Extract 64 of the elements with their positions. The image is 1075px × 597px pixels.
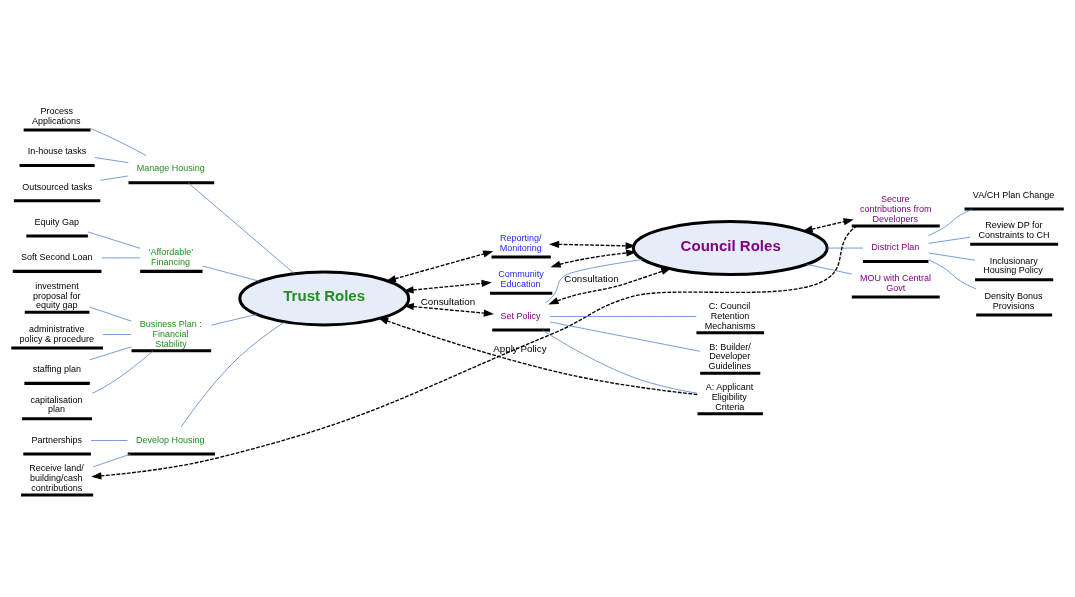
node-text: Develop Housing [136,434,205,445]
node-text: Receive land/ building/cash contributions [29,462,84,493]
connector [545,258,644,303]
node-text: Outsourced tasks [22,181,93,192]
node-text: Equity Gap [34,216,80,227]
connector [928,252,976,261]
arrow [403,279,492,293]
node-text: District Plan [871,241,920,252]
connector [549,321,701,352]
edge-label: Consultation [564,272,619,284]
node-text: Manage Housing [136,162,205,173]
connector [806,263,853,274]
node-text: MOU with Central Govt [860,272,932,293]
arrow [548,267,672,304]
connector [90,127,147,156]
connector [187,181,295,274]
connector [210,313,257,326]
node-text: Community Education [498,268,544,289]
connector [928,236,971,244]
node-text: Secure contributions from Developers [860,193,932,224]
node-text: Soft Second Loan [21,251,93,262]
node-text: staffing plan [32,363,82,374]
connector [202,265,260,282]
connector [90,439,128,441]
node-text: Set Policy [500,310,541,321]
connector [100,175,129,181]
node-text: ‘Affordable’ Financing [148,246,194,267]
node-text: Density Bonus Provisions [984,290,1043,311]
arrow [550,248,637,268]
arrow [802,217,854,233]
node-text: administrative policy & procedure [19,323,95,344]
node-text: VA/CH Plan Change [972,189,1055,200]
connector [928,208,973,236]
node-text: A: Applicant Eligibility Criteria [705,381,754,412]
node-text: B: Builder/ Developer Guidelines [708,341,751,371]
node-text: Review DP for Constraints to CH [978,219,1050,240]
connector [549,315,697,317]
connector [94,156,129,163]
node-text: Partnerships [31,434,83,445]
arrow [91,224,858,479]
connector [89,306,132,322]
connector [91,349,154,394]
node-text: C: Council Retention Mechanisms [704,300,756,331]
connector [180,321,285,427]
connector [826,247,864,248]
connector [87,231,141,249]
node-text: Inclusionary Housing Policy [983,255,1043,275]
connector [102,333,132,335]
node-text: capitalisation plan [30,394,83,414]
arrow [385,249,494,282]
node-text: In-house tasks [27,145,87,156]
connector [89,345,132,360]
connector [92,453,132,467]
connector [928,258,977,289]
arrow [378,317,698,395]
arrow [403,302,495,317]
connector [542,329,698,394]
edge-label: Apply Policy [493,342,547,354]
arrow [548,240,636,249]
node-text: Reporting/ Monitoring [499,232,542,253]
node-text: Business Plan : Financial Stability [139,318,202,349]
node-text: investment proposal for equity gap [33,280,81,310]
node-text: Process Applications [31,105,81,126]
edge-label: Consultation [420,295,476,307]
